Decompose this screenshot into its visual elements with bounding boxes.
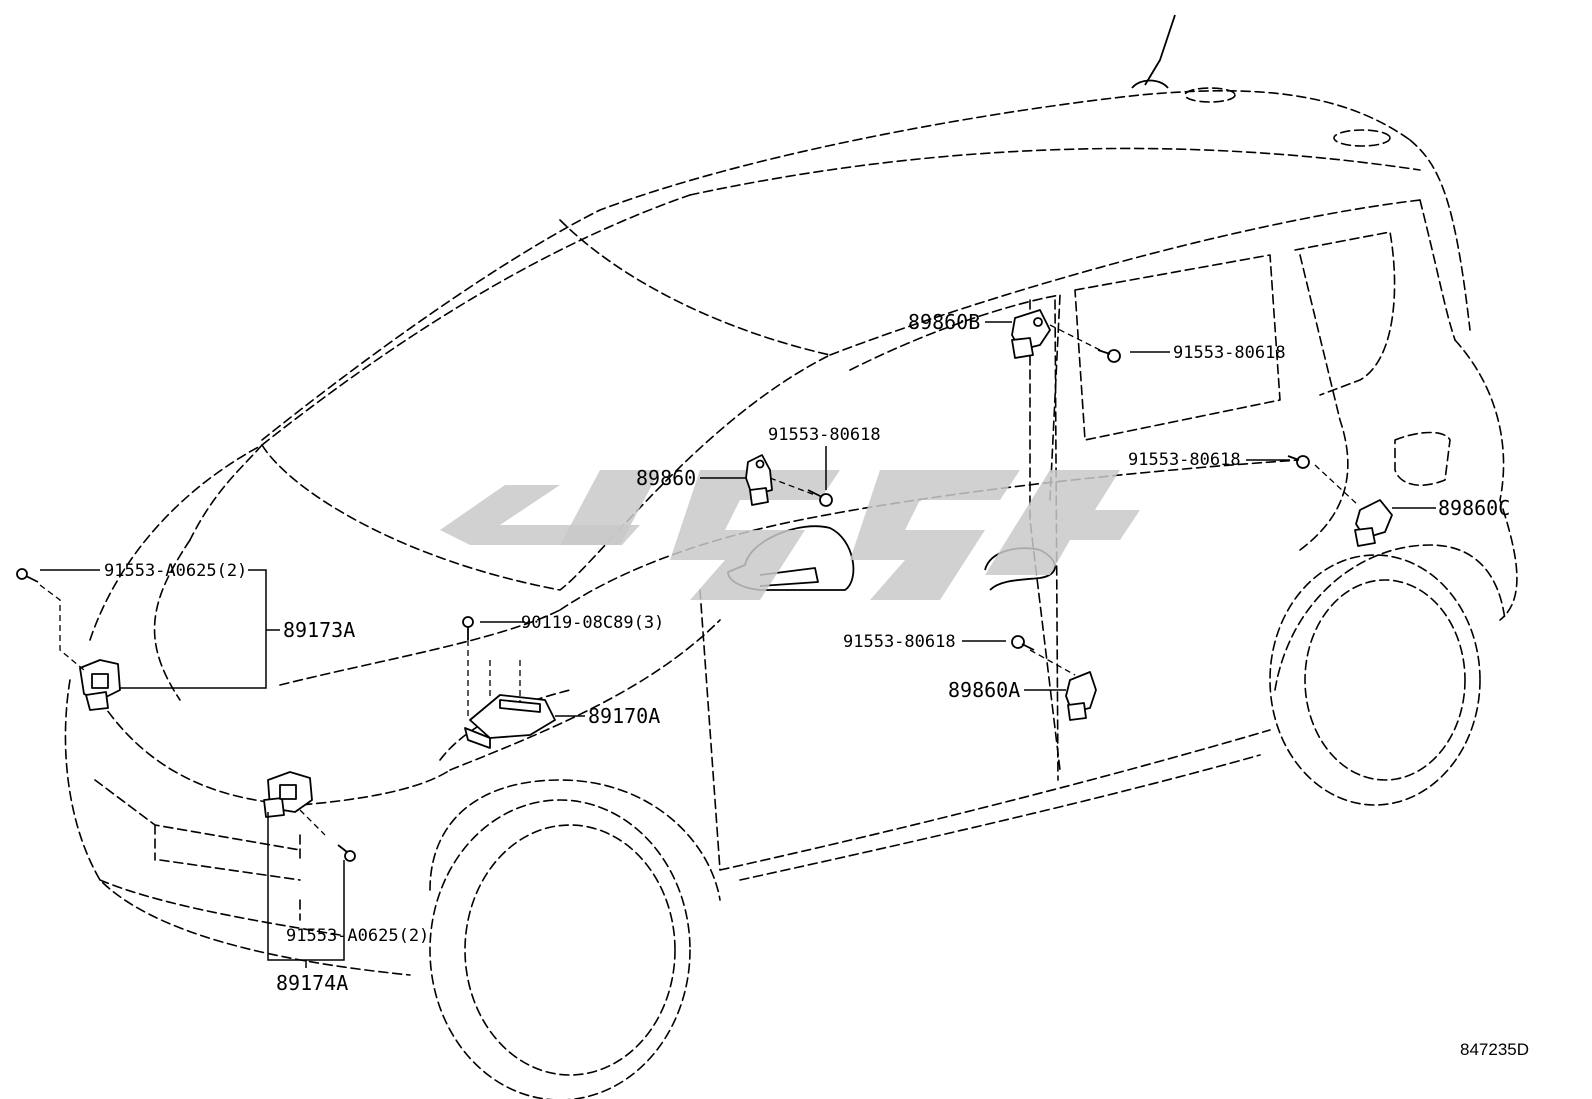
bolt-icon-front-lower <box>337 844 356 862</box>
label-89170A: 89170A <box>588 704 660 728</box>
bolt-icon-front-upper <box>16 568 39 583</box>
sensor-89860B <box>1011 309 1051 359</box>
label-89860B: 89860B <box>908 310 980 334</box>
sensor-89173A <box>79 659 121 711</box>
sensor-89860 <box>745 454 773 506</box>
label-bolt-lower-door: 91553-80618 <box>843 632 956 652</box>
leader-lines <box>39 321 1436 968</box>
label-bolt-front-lower: 91553-A0625(2) <box>286 926 429 946</box>
label-89860C: 89860C <box>1438 496 1510 520</box>
vehicle-outline <box>64 14 1518 1099</box>
airbag-ecu-89170A <box>464 694 556 749</box>
label-bolt-ecu: 90119-08C89(3) <box>521 613 664 633</box>
label-bolt-front-upper: 91553-A0625(2) <box>104 561 247 581</box>
label-89860: 89860 <box>636 466 696 490</box>
label-89174A: 89174A <box>276 971 348 995</box>
bolt-icon-door-rear <box>1097 349 1121 363</box>
bolt-icon-ecu <box>462 616 474 640</box>
bolt-icon-lower-door <box>1011 635 1035 651</box>
bolt-icon-front-pillar <box>807 489 833 507</box>
bolt-icons <box>16 349 1310 862</box>
part-labels: 89860B 91553-80618 91553-80618 89860 915… <box>104 310 1529 1059</box>
sensor-89860C <box>1354 499 1393 547</box>
sensor-89174A <box>263 771 313 818</box>
label-bolt-door-rear: 91553-80618 <box>1173 343 1286 363</box>
bolt-icon-rear-quarter <box>1287 455 1310 469</box>
figure-code: 847235D <box>1460 1040 1529 1059</box>
watermark-logo <box>440 470 1140 600</box>
label-bolt-rear-quarter: 91553-80618 <box>1128 450 1241 470</box>
label-89173A: 89173A <box>283 618 355 642</box>
sensor-89860A <box>1065 671 1097 721</box>
label-89860A: 89860A <box>948 678 1020 702</box>
label-bolt-front-pillar: 91553-80618 <box>768 425 881 445</box>
